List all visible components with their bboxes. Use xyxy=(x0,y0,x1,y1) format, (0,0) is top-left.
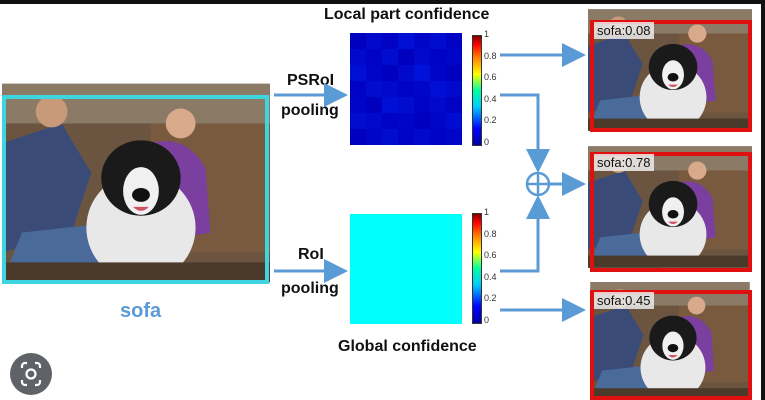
heatmap-cell xyxy=(366,65,382,81)
roi-label-line1: RoI xyxy=(298,246,324,263)
heatmap-cell xyxy=(350,129,366,145)
heatmap-cell xyxy=(430,113,446,129)
local-confidence-title: Local part confidence xyxy=(324,6,490,23)
colorbar-tick-label: 0.8 xyxy=(484,50,497,61)
colorbar-tick-label: 1 xyxy=(484,207,490,217)
heatmap-cell xyxy=(398,81,414,97)
heatmap-cell xyxy=(430,129,446,145)
heatmap-cell xyxy=(366,113,382,129)
heatmap-cell xyxy=(430,97,446,113)
heatmap-cell xyxy=(398,113,414,129)
heatmap-cell xyxy=(414,113,430,129)
local-confidence-map xyxy=(350,33,462,145)
heatmap-cell xyxy=(446,65,462,81)
heatmap-cell xyxy=(350,113,366,129)
heatmap-cell xyxy=(382,129,398,145)
heatmap-cell xyxy=(366,33,382,49)
heatmap-cell xyxy=(382,49,398,65)
heatmap-cell xyxy=(414,49,430,65)
output-box-2 xyxy=(590,152,752,272)
heatmap-cell xyxy=(398,65,414,81)
heatmap-cell xyxy=(430,65,446,81)
heatmap-cell xyxy=(382,33,398,49)
heatmap-cell xyxy=(446,81,462,97)
heatmap-cell xyxy=(446,129,462,145)
global-confidence-title: Global confidence xyxy=(338,338,477,355)
heatmap-cell xyxy=(446,97,462,113)
heatmap-cell xyxy=(398,129,414,145)
heatmap-cell xyxy=(382,81,398,97)
heatmap-cell xyxy=(414,81,430,97)
roi-label-line2: pooling xyxy=(281,280,339,297)
heatmap-cell xyxy=(366,129,382,145)
heatmap-cell xyxy=(430,81,446,97)
sum-operator-icon xyxy=(525,171,551,197)
colorbar-tick-label: 1 xyxy=(484,29,490,39)
heatmap-cell xyxy=(398,33,414,49)
heatmap-cell xyxy=(398,97,414,113)
colorbar-tick-label: 0.6 xyxy=(484,250,497,261)
heatmap-cell xyxy=(382,113,398,129)
heatmap-cell xyxy=(414,129,430,145)
output-box-3 xyxy=(590,290,752,400)
psroi-label-line1: PSRoI xyxy=(287,72,335,89)
colorbar-tick-label: 0.2 xyxy=(484,293,497,304)
heatmap-cell xyxy=(382,65,398,81)
heatmap-cell xyxy=(430,33,446,49)
heatmap-cell xyxy=(446,113,462,129)
colorbar-tick-label: 0.2 xyxy=(484,115,497,126)
heatmap-cell xyxy=(446,33,462,49)
heatmap-cell xyxy=(350,65,366,81)
heatmap-cell xyxy=(350,97,366,113)
local-colorbar xyxy=(472,35,482,146)
heatmap-cell xyxy=(366,49,382,65)
output-score-1: sofa:0.08 xyxy=(594,22,654,39)
global-confidence-map xyxy=(350,214,462,324)
heatmap-cell xyxy=(366,97,382,113)
colorbar-tick-label: 0 xyxy=(484,137,490,147)
colorbar-tick-label: 0.4 xyxy=(484,271,497,282)
output-score-3: sofa:0.45 xyxy=(594,292,654,309)
global-colorbar xyxy=(472,213,482,324)
output-score-2: sofa:0.78 xyxy=(594,154,654,171)
heatmap-cell xyxy=(366,81,382,97)
colorbar-tick-label: 0.4 xyxy=(484,93,497,104)
input-roi-box xyxy=(2,95,269,284)
heatmap-cell xyxy=(382,97,398,113)
window-right-edge xyxy=(761,0,765,400)
input-class-label: sofa xyxy=(120,300,162,322)
window-top-edge xyxy=(0,0,765,4)
heatmap-cell xyxy=(430,49,446,65)
lens-icon xyxy=(20,361,42,387)
heatmap-cell xyxy=(414,65,430,81)
visual-search-button[interactable] xyxy=(10,353,52,395)
colorbar-tick-label: 0.6 xyxy=(484,72,497,83)
heatmap-cell xyxy=(350,81,366,97)
heatmap-cell xyxy=(350,49,366,65)
heatmap-cell xyxy=(414,97,430,113)
heatmap-cell xyxy=(414,33,430,49)
colorbar-tick-label: 0.8 xyxy=(484,228,497,239)
colorbar-tick-label: 0 xyxy=(484,315,490,325)
heatmap-cell xyxy=(350,33,366,49)
heatmap-cell xyxy=(398,49,414,65)
output-box-1 xyxy=(590,20,752,132)
heatmap-cell xyxy=(446,49,462,65)
